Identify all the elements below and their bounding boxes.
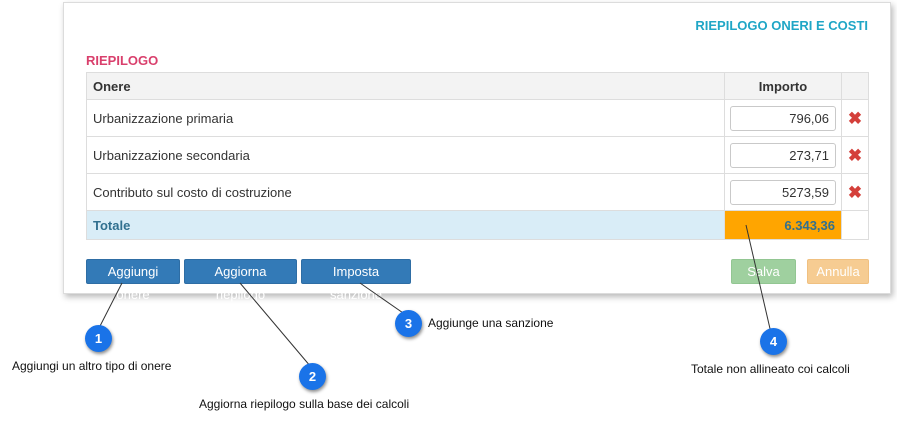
total-empty-cell (841, 210, 869, 240)
callout-marker-2: 2 (299, 363, 326, 390)
header-onere: Onere (86, 72, 725, 100)
header-importo: Importo (724, 72, 842, 100)
table-row: Urbanizzazione secondaria ✖ (86, 136, 869, 174)
onere-name: Urbanizzazione primaria (86, 99, 725, 137)
callout-text-1: Aggiungi un altro tipo di onere (12, 359, 172, 373)
total-value: 6.343,36 (724, 210, 842, 240)
imposta-sanzione-button[interactable]: Imposta sanzione (301, 259, 411, 302)
panel-title: RIEPILOGO ONERI E COSTI (695, 18, 868, 33)
callout-text-4: Totale non allineato coi calcoli (691, 362, 850, 376)
table-row: Contributo sul costo di costruzione ✖ (86, 173, 869, 211)
callout-marker-3: 3 (395, 310, 422, 337)
callout-line-4 (745, 224, 772, 334)
importo-input[interactable] (730, 142, 836, 168)
aggiungi-onere-button[interactable]: Aggiungi onere (86, 259, 180, 302)
callout-text-2: Aggiorna riepilogo sulla base dei calcol… (199, 397, 410, 411)
callout-text-3: Aggiunge una sanzione (428, 316, 554, 330)
table-row: Urbanizzazione primaria ✖ (86, 99, 869, 137)
callout-line-3 (359, 282, 407, 316)
section-title: RIEPILOGO (86, 53, 159, 68)
onere-name: Contributo sul costo di costruzione (86, 173, 725, 211)
annulla-button[interactable]: Annulla (807, 259, 869, 284)
total-label: Totale (86, 210, 725, 240)
callout-line-1 (97, 282, 123, 331)
onere-name: Urbanizzazione secondaria (86, 136, 725, 174)
delete-x-icon[interactable]: ✖ (847, 108, 863, 128)
delete-x-icon[interactable]: ✖ (847, 145, 863, 165)
table-header-row: Onere Importo (86, 72, 869, 100)
callout-marker-4: 4 (760, 328, 787, 355)
callout-line-2 (239, 282, 312, 368)
oneri-panel: RIEPILOGO ONERI E COSTI RIEPILOGO Onere … (63, 2, 891, 302)
importo-input[interactable] (730, 105, 836, 131)
salva-button[interactable]: Salva (731, 259, 796, 284)
header-actions (841, 72, 869, 100)
total-row: Totale 6.343,36 (86, 210, 869, 240)
callout-marker-1: 1 (85, 325, 112, 352)
oneri-table: Onere Importo Urbanizzazione primaria ✖ … (86, 72, 869, 240)
delete-x-icon[interactable]: ✖ (847, 182, 863, 202)
importo-input[interactable] (730, 179, 836, 205)
